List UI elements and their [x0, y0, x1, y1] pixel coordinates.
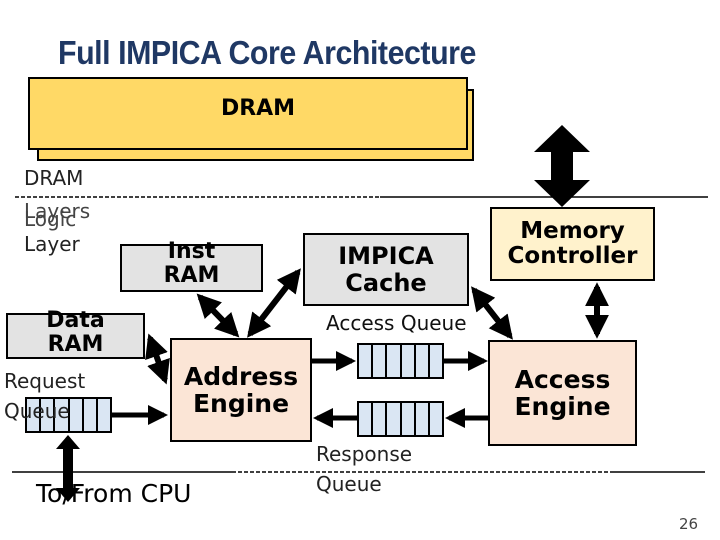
queue-cell	[359, 403, 374, 435]
access-engine-line1: Access	[514, 364, 611, 394]
inst-ram-line1: Inst	[167, 239, 216, 264]
access-engine-box: Access Engine	[488, 340, 637, 446]
logic-layer-label-line2: Layer	[24, 232, 80, 256]
cache-address-engine-arrow	[247, 268, 301, 338]
queue-cell	[387, 403, 402, 435]
memory-controller-line1: Memory	[520, 217, 625, 244]
request-queue-label-line2: Queue	[4, 399, 70, 423]
queue-cell	[84, 399, 98, 431]
data-ram-line1: Data	[46, 308, 105, 333]
queue-cell	[55, 399, 70, 431]
logic-layer-label-line1: Logic	[24, 207, 77, 231]
response-queue-label-line1: Response	[316, 442, 413, 466]
address-engine-box: Address Engine	[170, 338, 312, 442]
dram-layer-front: DRAM	[28, 77, 468, 150]
queue-cell	[402, 403, 416, 435]
queue-cell	[373, 345, 388, 377]
impica-cache-line1: IMPICA	[338, 242, 434, 271]
dram-memctrl-arrow	[534, 125, 590, 207]
address-engine-line1: Address	[183, 361, 299, 391]
response-queue-label-line2: Queue	[316, 472, 382, 496]
queue-cell	[70, 399, 84, 431]
response-queue	[357, 401, 444, 437]
cpu-request-queue-arrow	[56, 435, 80, 502]
access-engine-line2: Engine	[514, 392, 611, 421]
access-queue-label: Access Queue	[326, 311, 467, 335]
page-number: 26	[679, 515, 699, 533]
memory-controller-box: Memory Controller	[490, 207, 655, 281]
memory-controller-line2: Controller	[507, 243, 638, 269]
queue-cell	[41, 399, 56, 431]
queue-cell	[387, 345, 402, 377]
inst-ram-box: Inst RAM	[120, 239, 263, 292]
data-ram-box: Data RAM	[6, 308, 145, 359]
cpu-label: To/From CPU	[36, 479, 192, 508]
impica-cache-line2: Cache	[345, 268, 427, 297]
dram-layers-label-line1: DRAM	[24, 166, 84, 190]
slide-title: Full IMPICA Core Architecture	[58, 34, 476, 71]
inst-ram-line2: RAM	[163, 263, 220, 289]
queue-cell	[402, 345, 416, 377]
queue-cell	[373, 403, 388, 435]
queue-cell	[27, 399, 42, 431]
data-ram-line2: RAM	[47, 332, 104, 358]
cache-access-engine-arrow	[471, 286, 513, 340]
queue-cell	[359, 345, 374, 377]
impica-cache-box: IMPICA Cache	[303, 233, 469, 306]
inst-ram-address-engine-arrow	[196, 293, 240, 338]
address-engine-line2: Engine	[192, 389, 290, 418]
request-queue	[25, 397, 112, 433]
queue-cell	[416, 345, 430, 377]
data-ram-address-engine-arrow	[145, 333, 170, 385]
queue-cell	[416, 403, 430, 435]
dram-label: DRAM	[220, 96, 296, 121]
dram-layers-label-line2: Layers	[24, 199, 91, 223]
access-queue	[357, 343, 444, 379]
request-queue-label-line1: Request	[4, 369, 86, 393]
